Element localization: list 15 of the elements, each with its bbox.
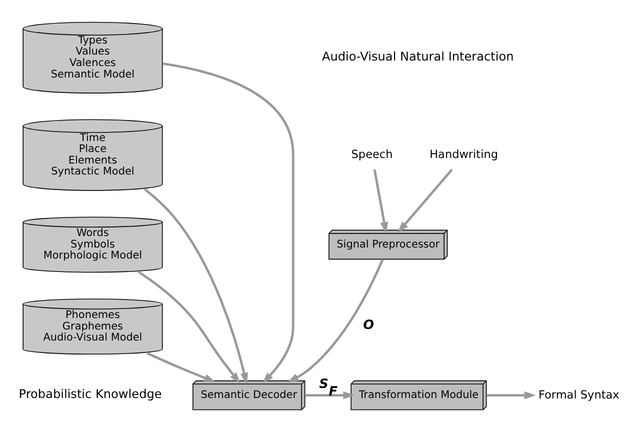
arrow <box>144 188 248 384</box>
node-text: Speech <box>351 148 393 161</box>
arrow <box>138 270 240 384</box>
arrow <box>146 352 216 382</box>
arrow <box>398 168 453 232</box>
label: Probabilistic Knowledge <box>18 386 162 401</box>
node-text: Formal Syntax <box>538 388 620 401</box>
edge-label: O <box>363 317 374 332</box>
arrow <box>162 62 294 383</box>
label: Audio-Visual Natural Interaction <box>322 48 514 63</box>
arrow <box>486 390 536 399</box>
arrow <box>287 258 384 382</box>
node-text: Handwriting <box>430 148 498 161</box>
arrow <box>373 168 388 233</box>
arrow <box>304 390 355 399</box>
